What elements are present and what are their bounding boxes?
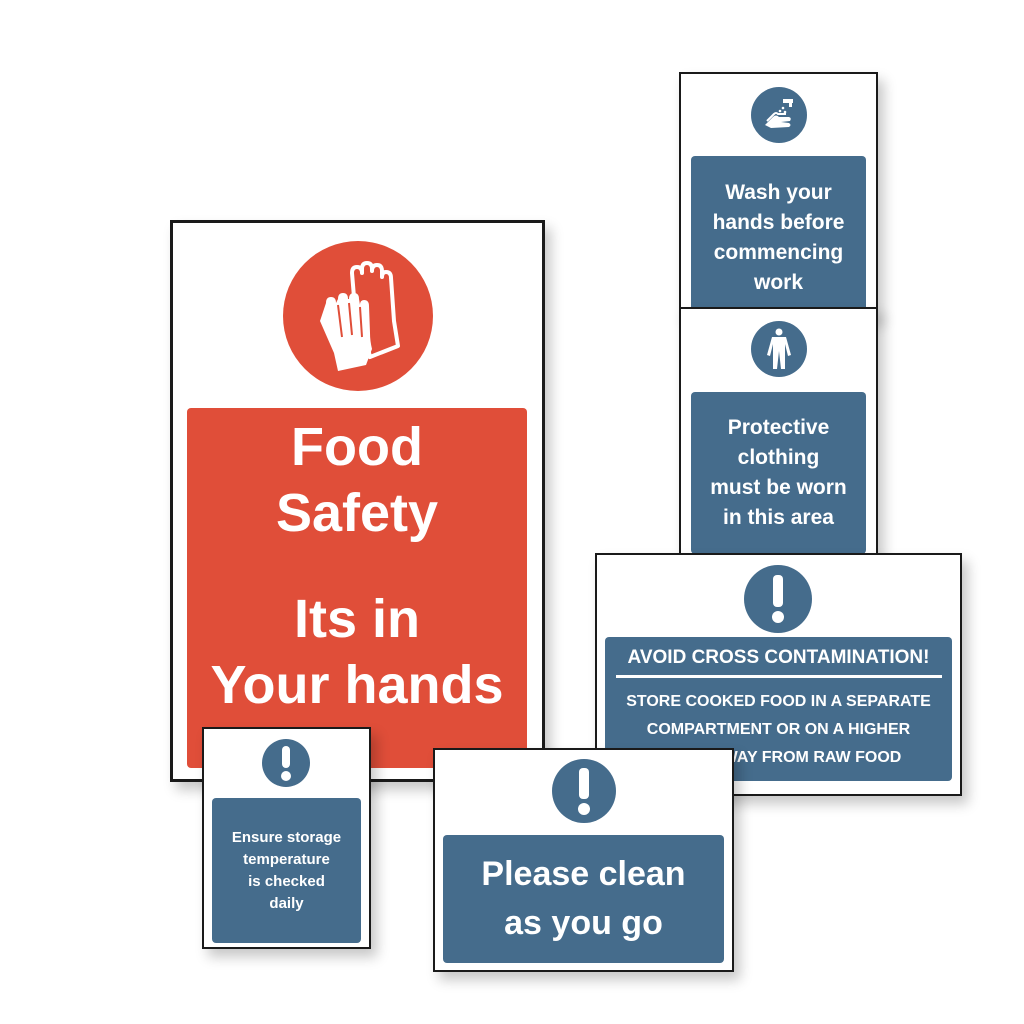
- heading-divider: [615, 675, 942, 678]
- sign-heading: AVOID CROSS CONTAMINATION!: [627, 647, 930, 668]
- protective-clothing-sign: Protective clothing must be worn in this…: [679, 307, 878, 559]
- storage-temperature-panel: Ensure storage temperature is checked da…: [212, 798, 361, 943]
- cross-contamination-panel: AVOID CROSS CONTAMINATION! STORE COOKED …: [605, 637, 952, 781]
- sign-text-line: temperature: [243, 850, 330, 868]
- sign-text-line: COMPARTMENT OR ON A HIGHER: [646, 721, 911, 738]
- exclamation-icon: [744, 565, 812, 633]
- sign-text-line: Its in: [293, 589, 420, 649]
- sign-text-line: Please clean: [481, 855, 686, 893]
- clean-as-you-go-panel: Please clean as you go: [443, 835, 724, 963]
- food-safety-sign: Food Safety Its in Your hands: [170, 220, 545, 782]
- sign-text-line: commencing: [713, 241, 844, 264]
- sign-text-line: is checked: [248, 872, 325, 890]
- sign-text-line: as you go: [504, 904, 663, 942]
- sign-text-line: daily: [269, 894, 304, 912]
- exclamation-icon: [552, 759, 616, 823]
- wash-hands-sign: Wash your hands before commencing work: [679, 72, 878, 317]
- sign-text-line: in this area: [723, 506, 834, 529]
- sign-text-line: Your hands: [210, 655, 504, 715]
- gloves-icon: [283, 241, 433, 391]
- wash-hands-panel: Wash your hands before commencing work: [691, 156, 866, 316]
- sign-text-line: Food: [291, 417, 423, 477]
- sign-text-line: Safety: [275, 483, 439, 543]
- clean-as-you-go-sign: Please clean as you go: [433, 748, 734, 972]
- protective-clothing-panel: Protective clothing must be worn in this…: [691, 392, 866, 554]
- sign-text-line: work: [753, 271, 803, 294]
- storage-temperature-sign: Ensure storage temperature is checked da…: [202, 727, 371, 949]
- sign-text-line: must be worn: [710, 476, 847, 499]
- sign-text-line: hands before: [712, 211, 845, 234]
- sign-text-line: Ensure storage: [231, 828, 342, 846]
- protective-suit-icon: [751, 321, 807, 377]
- sign-text-line: STORE COOKED FOOD IN A SEPARATE: [626, 693, 931, 710]
- sign-text-line: Protective: [727, 416, 830, 439]
- food-safety-panel: Food Safety Its in Your hands: [187, 408, 527, 768]
- hand-washing-icon: [751, 87, 807, 143]
- sign-text-line: clothing: [737, 446, 820, 469]
- sign-text-line: Wash your: [725, 181, 832, 204]
- exclamation-icon: [262, 739, 310, 787]
